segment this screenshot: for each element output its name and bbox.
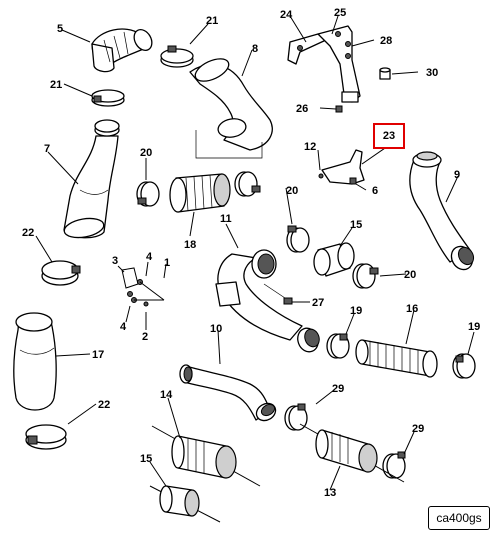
part-26-bolt [335, 105, 343, 113]
callout-29-lower: 29 [412, 423, 424, 435]
part-21-clamp-left [91, 89, 125, 107]
part-20-clamp-far [352, 263, 379, 289]
part-20-clamp-mid [286, 225, 310, 253]
hardware-1-4 [121, 267, 165, 307]
callout-18: 18 [184, 239, 196, 251]
part-29-clamp-lower [382, 451, 406, 479]
callout-10: 10 [210, 323, 222, 335]
callout-16: 16 [406, 303, 418, 315]
diagram-code-box: ca400gs [428, 506, 490, 530]
callout-26: 26 [296, 103, 308, 115]
callout-15-upper: 15 [350, 219, 362, 231]
callout-20-upper: 20 [140, 147, 152, 159]
callout-17: 17 [92, 349, 104, 361]
callout-11: 11 [220, 213, 232, 225]
callout-3: 3 [112, 255, 118, 267]
part-11-elbow [215, 249, 320, 353]
part-14-coupler [151, 425, 261, 487]
part-18-sleeve [169, 173, 231, 213]
part-19-clamp-left [326, 333, 350, 359]
callout-22-lower: 22 [98, 399, 110, 411]
callout-8: 8 [252, 43, 258, 55]
callout-28: 28 [380, 35, 392, 47]
callout-5: 5 [57, 23, 63, 35]
callout-13: 13 [324, 487, 336, 499]
part-13-coupler [299, 423, 405, 483]
part-17-hose [13, 312, 57, 411]
part-21-clamp-upper [160, 45, 194, 68]
part-7-tube [63, 119, 120, 239]
part-10-pipe [179, 364, 277, 422]
callout-20-mid: 20 [286, 185, 298, 197]
part-20-clamp-left [136, 181, 160, 207]
part-22-clamp-upper [41, 260, 81, 286]
part-29-clamp-upper [284, 403, 308, 431]
callout-27: 27 [312, 297, 324, 309]
callout-20-right: 20 [404, 269, 416, 281]
callout-7: 7 [44, 143, 50, 155]
callout-24: 24 [280, 9, 293, 21]
callout-29-upper: 29 [332, 383, 344, 395]
leader-lines [35, 15, 475, 491]
highlighted-callout-23[interactable]: 23 [373, 123, 405, 149]
callout-12: 12 [304, 141, 316, 153]
part-20-clamp-right [234, 171, 261, 197]
part-5-elbow [91, 28, 153, 73]
callout-6: 6 [372, 185, 378, 197]
callout-2: 2 [142, 331, 148, 343]
callout-15-lower: 15 [140, 453, 152, 465]
callout-4-lower: 4 [120, 321, 127, 333]
callout-19-left: 19 [350, 305, 362, 317]
bracket-assembly [287, 25, 361, 103]
callout-21-left: 21 [50, 79, 62, 91]
part-9-curved-pipe [409, 151, 475, 271]
callout-25: 25 [334, 7, 346, 19]
callout-19-right: 19 [468, 321, 480, 333]
part-15-sleeve-lower [149, 485, 221, 523]
part-19-clamp-right [452, 353, 476, 379]
callout-4-upper: 4 [146, 251, 153, 263]
part-27-bolt [283, 297, 293, 305]
part-16-hose [355, 339, 438, 378]
callout-9: 9 [454, 169, 460, 181]
part-22-clamp-lower [25, 424, 67, 450]
callout-1: 1 [164, 257, 170, 269]
callout-14: 14 [160, 389, 173, 401]
part-15-sleeve-upper [313, 242, 355, 277]
part-23-bracket [318, 149, 365, 185]
highlighted-callout-label: 23 [382, 130, 396, 142]
callout-30: 30 [426, 67, 438, 79]
callout-22-upper: 22 [22, 227, 34, 239]
part-30-nut [379, 67, 391, 80]
callout-labels: 5 21 8 21 24 25 28 30 26 12 6 9 7 20 18 … [22, 7, 480, 499]
part-8-bent-tube [189, 58, 273, 159]
diagram-code: ca400gs [436, 511, 482, 525]
callout-21-top: 21 [206, 15, 218, 27]
